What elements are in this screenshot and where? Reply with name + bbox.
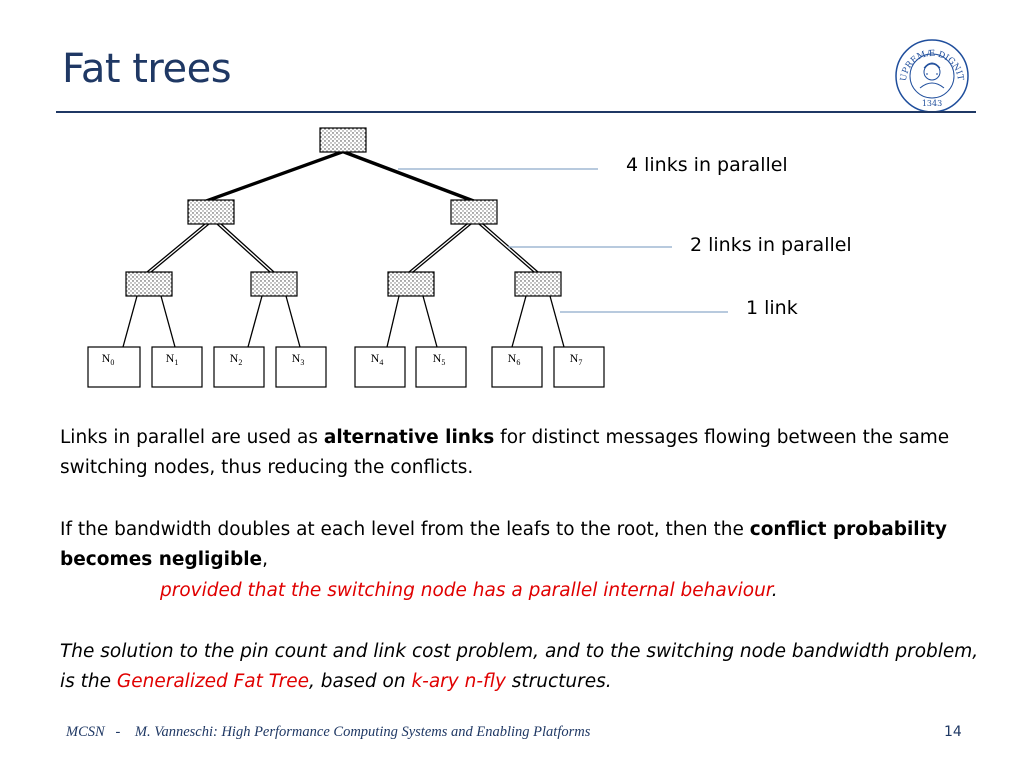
- leaf-node-n3: N3: [275, 346, 327, 388]
- level1-switch-node-right: [450, 199, 498, 225]
- root-switch-node: [319, 127, 367, 153]
- leaf-node-n4: N4: [354, 346, 406, 388]
- leaf-node-n7: N7: [553, 346, 605, 388]
- paragraph-alternative-links: Links in parallel are used as alternativ…: [60, 427, 950, 478]
- leaf-node-n6: N6: [491, 346, 543, 388]
- logo-year: 1343: [922, 99, 942, 108]
- annotation-callout-lines: [398, 168, 728, 313]
- level2-switch-node-4: [514, 271, 562, 297]
- svg-text:N7: N7: [570, 351, 583, 367]
- leaf-node-n5: N5: [415, 346, 467, 388]
- bold-alternative-links: alternative links: [323, 427, 495, 448]
- link-generalized-fat-tree: Generalized Fat Tree: [116, 671, 310, 692]
- level2-switch-node-2: [250, 271, 298, 297]
- switching-nodes: [125, 127, 562, 297]
- leaf-nodes: N0 N1 N2 N3 N4 N5 N6 N7: [87, 346, 605, 388]
- svg-text:N4: N4: [371, 351, 384, 367]
- university-seal-logo: IN SUPREMÆ DIGNITATIS 1343: [894, 38, 969, 113]
- leaf-node-n2: N2: [213, 346, 265, 388]
- svg-text:N1: N1: [166, 351, 179, 367]
- bold-conflict-probability: conflict probability becomes negligible: [60, 519, 947, 570]
- title-divider: [56, 111, 976, 113]
- svg-text:N0: N0: [102, 351, 115, 367]
- fat-tree-diagram: N0 N1 N2 N3 N4 N5 N6 N7: [87, 127, 728, 388]
- page-number: 14: [944, 724, 962, 740]
- leaf-node-n0: N0: [87, 346, 141, 388]
- svg-text:N3: N3: [292, 351, 305, 367]
- paragraph-parallel-behaviour: provided that the switching node has a p…: [160, 580, 778, 601]
- level1-switch-node-left: [187, 199, 235, 225]
- annotation-2-links: 2 links in parallel: [690, 234, 852, 256]
- annotation-4-links: 4 links in parallel: [626, 154, 788, 176]
- paragraph-generalized-fat-tree: The solution to the pin count and link c…: [60, 641, 979, 692]
- paragraph-bandwidth: If the bandwidth doubles at each level f…: [60, 519, 947, 570]
- slide-title: Fat trees: [62, 46, 232, 92]
- svg-text:N6: N6: [508, 351, 521, 367]
- svg-text:N2: N2: [230, 351, 243, 367]
- annotation-1-link: 1 link: [746, 297, 798, 319]
- tree-links: [122, 151, 565, 348]
- footer-course-info: MCSN - M. Vanneschi: High Performance Co…: [66, 724, 591, 740]
- svg-text:N5: N5: [433, 351, 446, 367]
- link-k-ary-n-fly: k-ary n-fly: [411, 671, 506, 692]
- level2-switch-node-1: [125, 271, 173, 297]
- level2-switch-node-3: [387, 271, 435, 297]
- leaf-node-n1: N1: [151, 346, 203, 388]
